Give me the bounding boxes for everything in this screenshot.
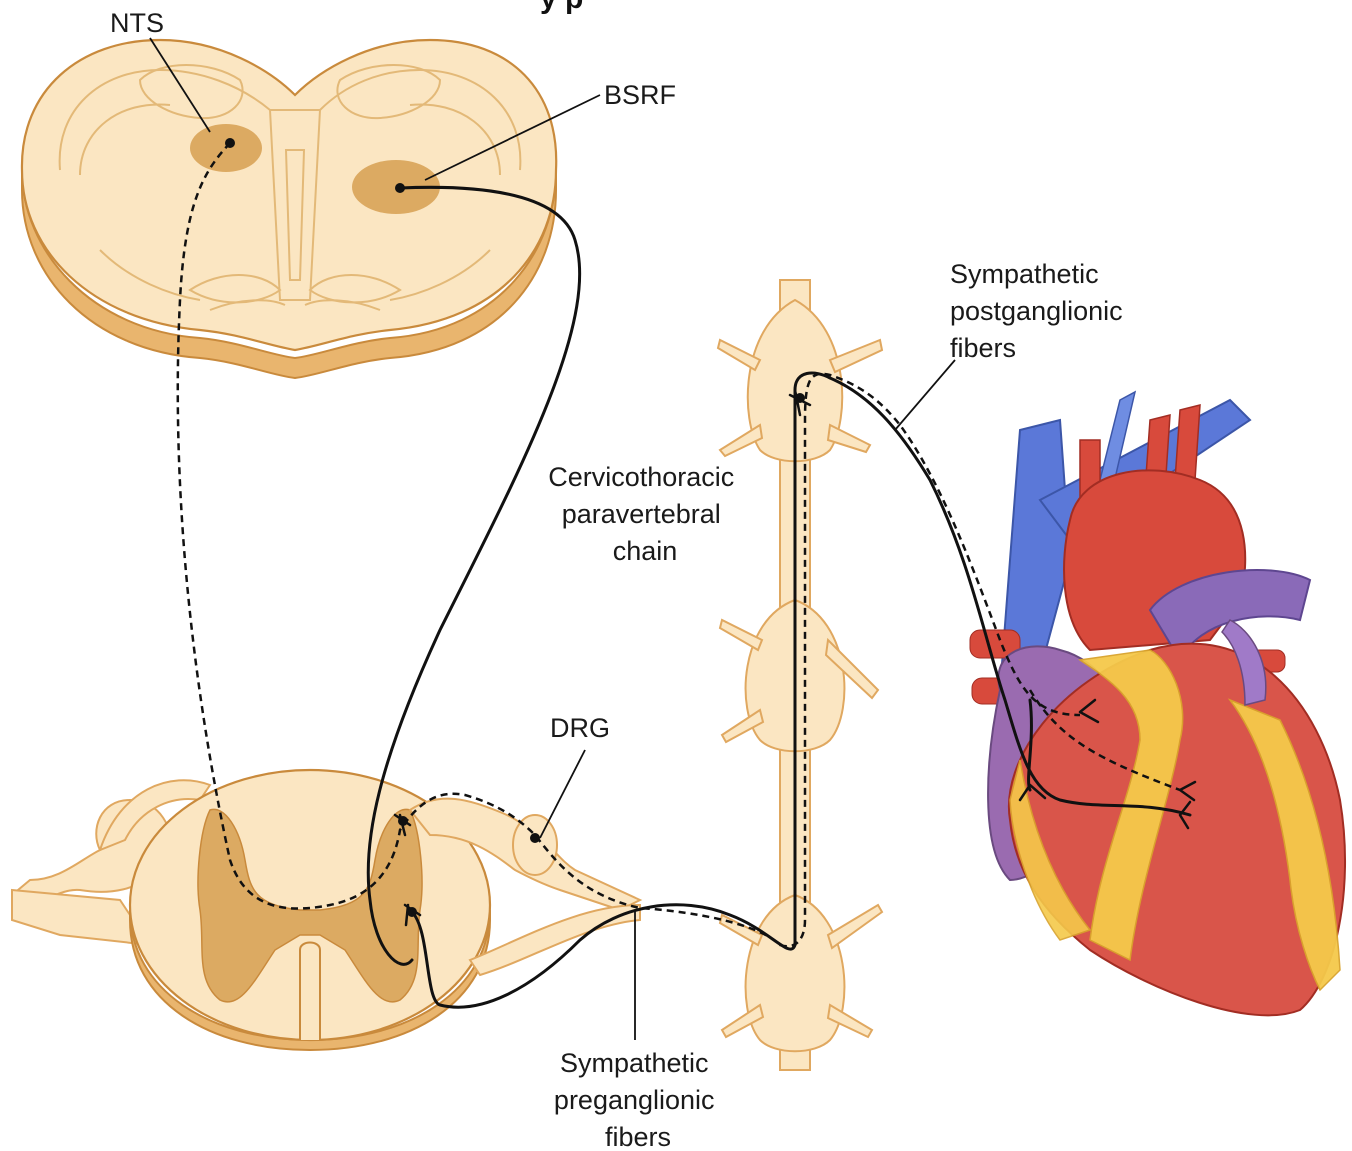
spinal-cord-section <box>12 770 640 1050</box>
heart-illustration <box>970 392 1345 1015</box>
label-bsrf: BSRF <box>604 80 676 110</box>
brainstem-section <box>22 40 556 378</box>
postganglionic-leader <box>895 360 955 430</box>
label-drg: DRG <box>550 713 610 743</box>
title-fragment: y p <box>540 0 583 15</box>
label-nts: NTS <box>110 8 164 38</box>
label-preganglionic: Sympathetic preganglionic fibers <box>554 1048 722 1151</box>
label-postganglionic: Sympathetic postganglionic fibers <box>950 259 1130 363</box>
label-paravertebral-chain: Cervicothoracic paravertebral chain <box>548 462 742 566</box>
drg-ganglion <box>513 815 557 875</box>
drg-leader <box>540 750 585 838</box>
